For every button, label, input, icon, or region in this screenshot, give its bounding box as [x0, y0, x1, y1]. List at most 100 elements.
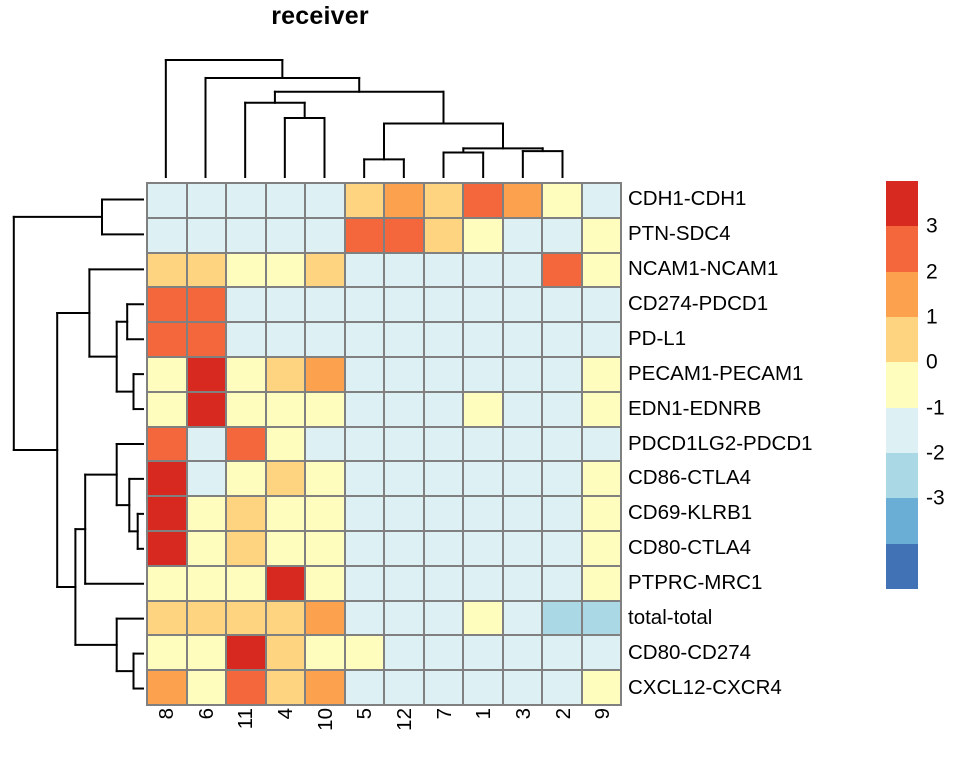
page-title: receiver — [271, 2, 369, 30]
heatmap-cell — [186, 183, 226, 218]
heatmap-cell — [344, 322, 384, 357]
heatmap-cell — [226, 670, 266, 705]
heatmap-cell — [265, 183, 305, 218]
heatmap-cell — [305, 356, 345, 392]
heatmap-cell — [463, 217, 503, 253]
heatmap-cell — [265, 670, 305, 705]
heatmap-cell — [502, 252, 542, 288]
heatmap-cell — [463, 565, 503, 601]
heatmap-cell — [265, 565, 305, 601]
legend-color-band — [886, 271, 918, 318]
heatmap-cell — [384, 252, 424, 288]
heatmap-cell — [581, 426, 621, 462]
heatmap-cell — [344, 496, 384, 531]
heatmap-cell — [542, 530, 582, 566]
heatmap-cell — [147, 356, 187, 392]
heatmap-cell — [344, 600, 384, 636]
heatmap-cell — [265, 356, 305, 392]
column-label: 4 — [273, 708, 297, 720]
heatmap-cell — [186, 670, 226, 705]
heatmap-cell — [186, 635, 226, 671]
heatmap-cell — [186, 252, 226, 288]
row-label: CD274-PDCD1 — [628, 291, 769, 315]
heatmap-cell — [384, 287, 424, 323]
column-dendrogram — [164, 59, 564, 178]
row-label: PTPRC-MRC1 — [628, 571, 763, 595]
legend-tick-label: -2 — [926, 441, 945, 465]
heatmap-cell — [186, 217, 226, 253]
heatmap-cell — [542, 461, 582, 497]
heatmap-cell — [265, 461, 305, 497]
heatmap-cell — [581, 496, 621, 531]
column-label: 2 — [551, 708, 575, 720]
heatmap-cell — [423, 635, 463, 671]
row-label: CXCL12-CXCR4 — [628, 676, 782, 700]
heatmap-cell — [502, 496, 542, 531]
heatmap-cell — [305, 287, 345, 323]
heatmap-cell — [344, 391, 384, 427]
heatmap-cell — [186, 461, 226, 497]
heatmap-cell — [502, 322, 542, 357]
heatmap-cell — [423, 426, 463, 462]
heatmap-cell — [502, 287, 542, 323]
heatmap-cell — [423, 391, 463, 427]
heatmap-cell — [186, 496, 226, 531]
column-label: 6 — [194, 708, 218, 720]
heatmap-cell — [384, 530, 424, 566]
heatmap-cell — [581, 530, 621, 566]
column-label: 7 — [432, 708, 456, 720]
heatmap-cell — [384, 356, 424, 392]
heatmap-cell — [147, 183, 187, 218]
heatmap-cell — [423, 217, 463, 253]
heatmap-cell — [423, 496, 463, 531]
heatmap-cell — [423, 565, 463, 601]
heatmap-cell — [581, 252, 621, 288]
heatmap-cell — [384, 670, 424, 705]
heatmap-cell — [226, 183, 266, 218]
heatmap-cell — [502, 530, 542, 566]
heatmap-cell — [384, 635, 424, 671]
legend-color-band — [886, 407, 918, 454]
column-label: 10 — [313, 708, 337, 731]
heatmap-cell — [384, 322, 424, 357]
row-label: CD86-CTLA4 — [628, 466, 752, 490]
heatmap-cell — [384, 461, 424, 497]
heatmap-cell — [423, 530, 463, 566]
legend-color-band — [886, 543, 918, 590]
heatmap-cell — [344, 530, 384, 566]
heatmap-cell — [226, 635, 266, 671]
heatmap-cell — [542, 322, 582, 357]
heatmap-cell — [226, 496, 266, 531]
column-label: 3 — [511, 708, 535, 720]
heatmap-cell — [463, 635, 503, 671]
heatmap-cell — [581, 322, 621, 357]
legend-tick-label: 1 — [926, 305, 938, 329]
column-label: 11 — [234, 708, 258, 730]
row-label: CD69-KLRB1 — [628, 501, 753, 525]
heatmap-cell — [581, 670, 621, 705]
row-label: PECAM1-PECAM1 — [628, 361, 804, 385]
heatmap-cell — [226, 530, 266, 566]
heatmap-cell — [305, 635, 345, 671]
legend-color-band — [886, 498, 918, 545]
heatmap-cell — [265, 600, 305, 636]
heatmap-cell — [384, 391, 424, 427]
heatmap-cell — [147, 217, 187, 253]
heatmap-cell — [581, 391, 621, 427]
heatmap-cell — [265, 530, 305, 566]
heatmap-cell — [344, 252, 384, 288]
heatmap-cell — [344, 287, 384, 323]
column-label: 12 — [392, 708, 416, 731]
heatmap-cell — [305, 252, 345, 288]
heatmap-cell — [344, 426, 384, 462]
heatmap-cell — [226, 391, 266, 427]
heatmap-cell — [542, 670, 582, 705]
heatmap-cell — [502, 565, 542, 601]
heatmap-cell — [344, 217, 384, 253]
heatmap-cell — [265, 496, 305, 531]
legend-color-band — [886, 453, 918, 499]
heatmap-cell — [542, 252, 582, 288]
heatmap-cell — [305, 530, 345, 566]
